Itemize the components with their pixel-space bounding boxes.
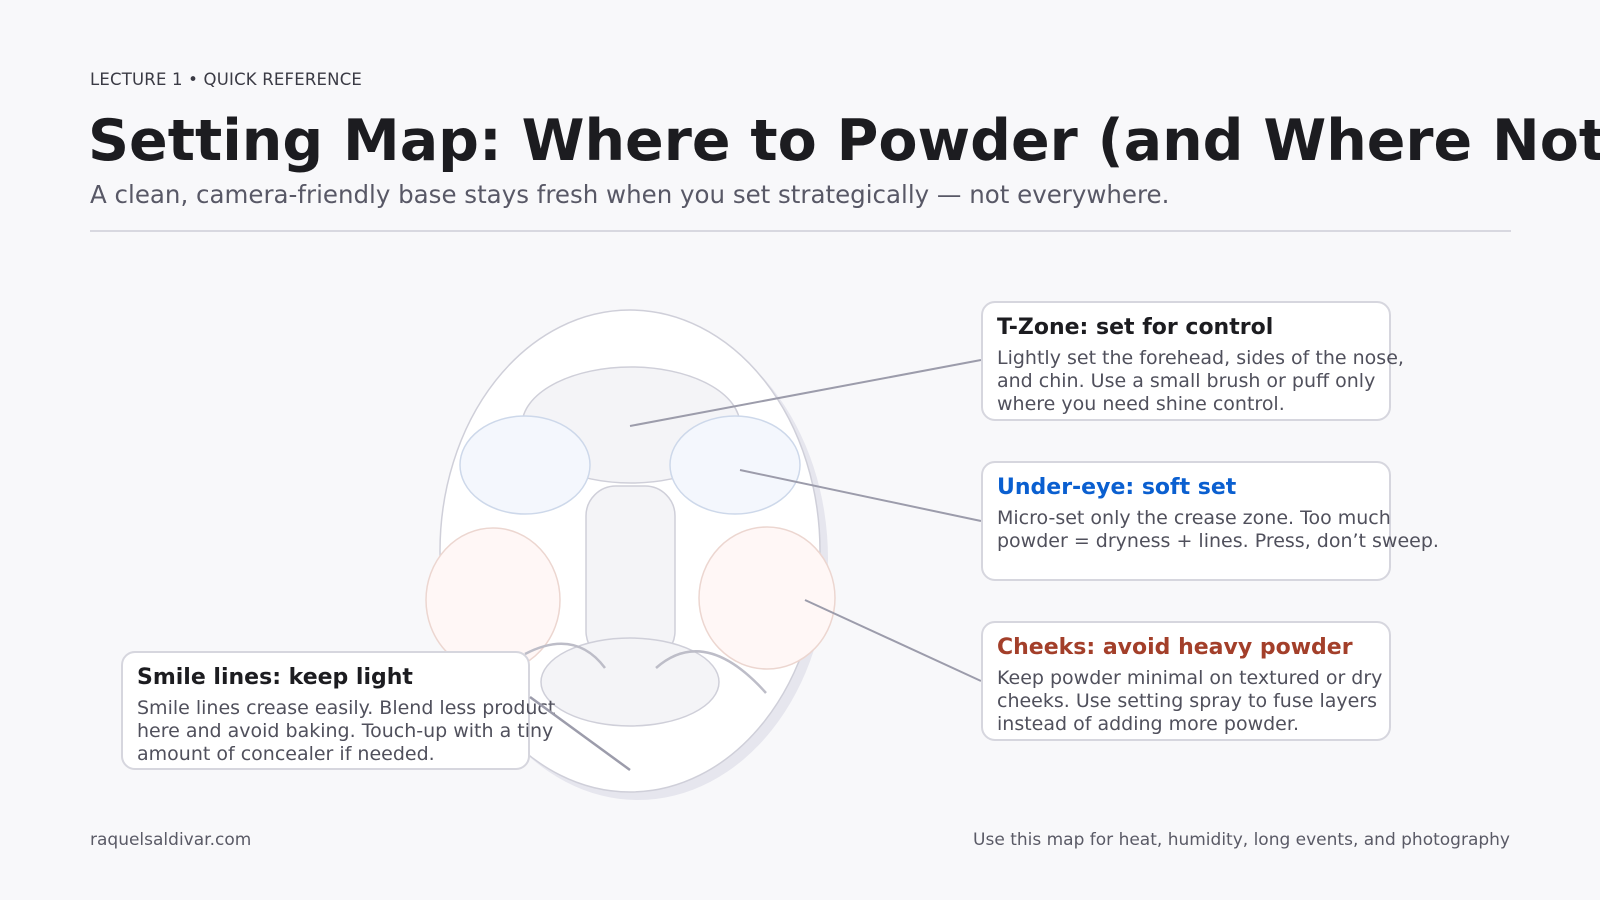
page-subtitle: A clean, camera-friendly base stays fres…: [90, 180, 1170, 209]
callout-line: and chin. Use a small brush or puff only: [997, 370, 1376, 392]
callout-line: Keep powder minimal on textured or dry: [997, 667, 1383, 689]
callout-cheeks: Cheeks: avoid heavy powder Keep powder m…: [981, 621, 1391, 741]
lecture-kicker: LECTURE 1 • QUICK REFERENCE: [90, 70, 363, 89]
callout-line: here and avoid baking. Touch-up with a t…: [137, 720, 554, 742]
footer-note: Use this map for heat, humidity, long ev…: [973, 830, 1510, 850]
smile-line-right: [655, 650, 767, 694]
under-eye-zone-left: [459, 415, 591, 515]
nose-zone: [585, 485, 676, 662]
callout-smile-lines: Smile lines: keep light Smile lines crea…: [121, 651, 555, 770]
callout-tzone: T-Zone: set for control Lightly set the …: [981, 301, 1404, 421]
callout-body: Smile lines crease easily. Blend less pr…: [137, 697, 555, 766]
callout-title: T-Zone: set for control: [997, 315, 1274, 340]
callout-body: Lightly set the forehead, sides of the n…: [997, 347, 1404, 416]
under-eye-zone-right: [669, 415, 801, 515]
callout-line: where you need shine control.: [997, 393, 1285, 415]
callout-line: instead of adding more powder.: [997, 713, 1299, 735]
page-title: Setting Map: Where to Powder (and Where …: [88, 108, 1600, 174]
header-divider: [90, 230, 1511, 232]
callout-line: amount of concealer if needed.: [137, 743, 435, 765]
callout-line: Lightly set the forehead, sides of the n…: [997, 347, 1404, 369]
cheek-zone-right: [698, 526, 836, 670]
footer-site: raquelsaldivar.com: [90, 830, 252, 850]
leader-line-tzone: [629, 359, 982, 427]
leader-line-cheeks: [804, 599, 982, 682]
callout-line: Micro-set only the crease zone. Too much: [997, 507, 1391, 529]
callout-line: powder = dryness + lines. Press, don’t s…: [997, 530, 1439, 552]
callout-body: Keep powder minimal on textured or dry c…: [997, 667, 1382, 736]
callout-body: Micro-set only the crease zone. Too much…: [997, 507, 1439, 553]
callout-under-eye: Under-eye: soft set Micro-set only the c…: [981, 461, 1439, 581]
callout-title: Smile lines: keep light: [137, 665, 413, 690]
callout-line: Smile lines crease easily. Blend less pr…: [137, 697, 556, 719]
callout-title: Cheeks: avoid heavy powder: [997, 635, 1353, 660]
callout-line: cheeks. Use setting spray to fuse layers: [997, 690, 1378, 712]
smile-line-left: [524, 642, 606, 669]
callout-title: Under-eye: soft set: [997, 475, 1237, 500]
leader-line-under-eye: [739, 469, 982, 522]
